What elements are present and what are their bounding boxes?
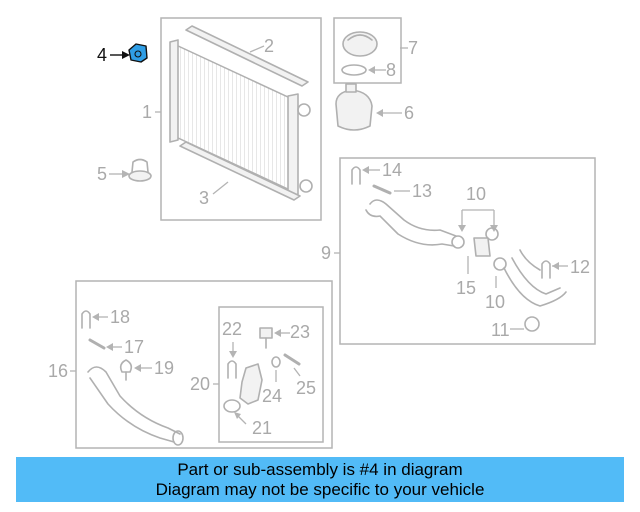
part-10-fitting xyxy=(473,227,507,271)
part-22-clamp xyxy=(227,360,237,379)
callout-10a: 10 xyxy=(466,184,486,204)
part-14-clamp xyxy=(351,166,361,185)
callout-12: 12 xyxy=(570,257,590,277)
callout-11: 11 xyxy=(491,320,510,340)
part-16-hose xyxy=(87,366,181,443)
radiator-core xyxy=(169,39,313,197)
callout-5: 5 xyxy=(97,164,107,184)
callout-23: 23 xyxy=(290,322,310,342)
banner-line-1: Part or sub-assembly is #4 in diagram xyxy=(177,459,463,479)
part-18-clamp xyxy=(81,310,91,329)
callout-7: 7 xyxy=(408,38,418,58)
info-banner: Part or sub-assembly is #4 in diagram Di… xyxy=(16,457,624,502)
callout-18: 18 xyxy=(110,307,130,327)
callout-17: 17 xyxy=(124,337,144,357)
part-24-seal xyxy=(271,356,281,368)
part-15-seal xyxy=(451,235,465,249)
part-7-cap xyxy=(342,31,378,57)
callout-8: 8 xyxy=(386,60,396,80)
callout-15: 15 xyxy=(456,278,476,298)
callout-6: 6 xyxy=(404,103,414,123)
callout-19: 19 xyxy=(154,358,174,378)
part-8-seal xyxy=(341,64,367,76)
radiator-lower-seal xyxy=(179,141,301,201)
callout-4-arrowhead xyxy=(122,51,130,59)
lower-hose-group-box xyxy=(75,280,333,449)
callout-25: 25 xyxy=(296,378,316,398)
part-6-reservoir xyxy=(335,83,373,131)
callout-20: 20 xyxy=(190,374,210,394)
callout-3: 3 xyxy=(199,188,209,208)
callout-13: 13 xyxy=(412,181,432,201)
callout-22: 22 xyxy=(222,319,242,339)
hose-group-box xyxy=(339,157,596,345)
radiator-group-box xyxy=(160,17,322,221)
part-19-fitting xyxy=(119,359,133,381)
part-9-hose xyxy=(365,199,457,247)
callout-2: 2 xyxy=(264,36,274,56)
reservoir-group-box xyxy=(333,17,402,84)
part-11-outlet xyxy=(503,249,567,307)
callout-16: 16 xyxy=(48,361,68,381)
callout-14: 14 xyxy=(382,160,402,180)
thermostat-group-box xyxy=(218,306,324,443)
callout-4: 4 xyxy=(97,45,107,65)
parts-diagram: 1 2 3 4 5 7 8 6 9 14 13 10 xyxy=(48,17,596,449)
part-5-mount xyxy=(128,158,152,182)
radiator-upper-seal xyxy=(185,25,309,87)
part-4-bracket xyxy=(128,43,148,63)
callout-10b: 10 xyxy=(485,292,505,312)
banner-line-2: Diagram may not be specific to your vehi… xyxy=(155,479,485,499)
part-25-clip xyxy=(283,353,301,366)
part-11-ring xyxy=(524,316,540,332)
part-17-clip xyxy=(88,338,106,350)
part-21-seal xyxy=(223,399,241,413)
callout-21: 21 xyxy=(252,418,272,438)
callout-24: 24 xyxy=(262,386,282,406)
part-13-clip xyxy=(372,184,392,195)
callout-9: 9 xyxy=(321,243,331,263)
part-12-clamp xyxy=(541,260,551,279)
callout-1: 1 xyxy=(142,102,152,122)
part-20-thermostat-housing xyxy=(239,363,263,405)
part-23-sensor xyxy=(259,327,273,349)
